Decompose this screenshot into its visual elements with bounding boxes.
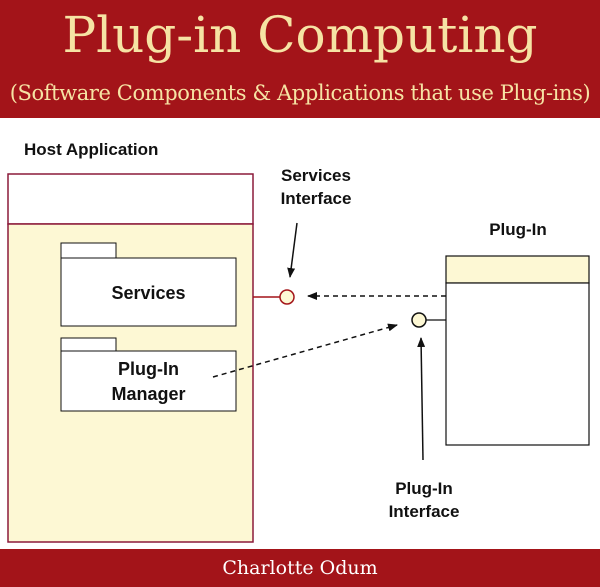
plugin-manager-component — [60, 337, 237, 412]
host-application-label: Host Application — [24, 140, 158, 159]
plugin-box — [445, 255, 590, 446]
plugin-manager-label-line2: Manager — [111, 384, 185, 404]
services-interface-label-line2: Interface — [281, 189, 352, 208]
services-interface-pointer-arrow — [287, 222, 298, 278]
page-title: Plug-in Computing — [62, 6, 538, 64]
services-component — [60, 242, 237, 327]
plugin-architecture-diagram: Host Application Services Plug-In Manage… — [7, 140, 590, 543]
plugin-interface-label-line1: Plug-In — [395, 479, 453, 498]
plugin-label: Plug-In — [489, 220, 547, 239]
plugin-interface-lollipop — [411, 312, 446, 328]
page-subtitle: (Software Components & Applications that… — [9, 81, 591, 105]
services-label: Services — [111, 283, 185, 303]
services-interface-lollipop — [253, 289, 295, 305]
manager-uses-plugin-interface-arrow — [212, 323, 398, 378]
title-banner: Plug-in Computing (Software Components &… — [0, 0, 600, 118]
plugin-manager-label-line1: Plug-In — [118, 359, 179, 379]
plugin-interface-label-line2: Interface — [389, 502, 460, 521]
footer-banner: Charlotte Odum — [0, 549, 600, 587]
plugin-interface-pointer-arrow — [417, 337, 426, 461]
author-name: Charlotte Odum — [222, 557, 378, 579]
services-interface-label-line1: Services — [281, 166, 351, 185]
